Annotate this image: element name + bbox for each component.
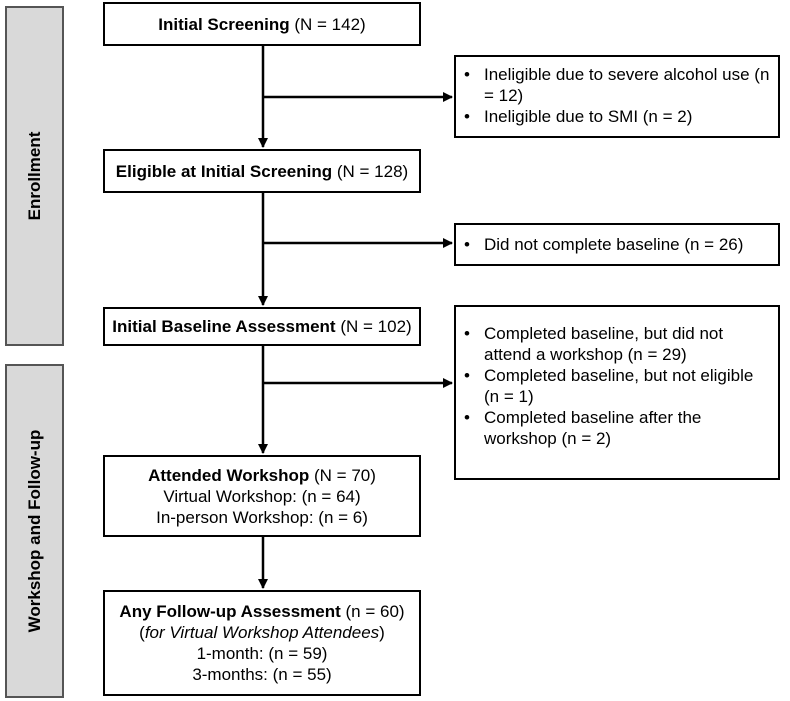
initial-screening-box: Initial Screening (N = 142) (103, 2, 421, 46)
eligible-exclusion-box: Did not complete baseline (n = 26) (454, 223, 780, 266)
followup-count: (n = 60) (345, 602, 405, 621)
attended-workshop-box: Attended Workshop (N = 70) Virtual Works… (103, 455, 421, 537)
exclusion-item: Ineligible due to SMI (n = 2) (464, 106, 770, 127)
workshop-followup-phase-bar: Workshop and Follow-up (5, 364, 64, 698)
virtual-workshop-line: Virtual Workshop: (n = 64) (163, 486, 361, 506)
eligible-box: Eligible at Initial Screening (N = 128) (103, 149, 421, 193)
inperson-workshop-line: In-person Workshop: (n = 6) (156, 507, 368, 527)
enrollment-phase-bar: Enrollment (5, 6, 64, 346)
baseline-exclusion-box: Completed baseline, but did not attend a… (454, 305, 780, 480)
followup-note: (for Virtual Workshop Attendees) (139, 623, 385, 642)
attended-title: Attended Workshop (148, 465, 310, 485)
baseline-box: Initial Baseline Assessment (N = 102) (103, 307, 421, 346)
exclusion-item: Did not complete baseline (n = 26) (464, 234, 770, 255)
exclusion-item: Ineligible due to severe alcohol use (n … (464, 64, 770, 106)
exclusion-item: Completed baseline, but not eligible (n … (464, 365, 766, 407)
baseline-count: (N = 102) (340, 317, 412, 336)
eligible-count: (N = 128) (336, 161, 409, 181)
exclusion-item: Completed baseline after the workshop (n… (464, 407, 766, 449)
baseline-title: Initial Baseline Assessment (112, 317, 336, 336)
initial-screening-count: (N = 142) (294, 14, 366, 34)
followup-box: Any Follow-up Assessment (n = 60) (for V… (103, 590, 421, 696)
attended-count: (N = 70) (314, 465, 376, 485)
eligible-title: Eligible at Initial Screening (115, 161, 333, 181)
exclusion-item: Completed baseline, but did not attend a… (464, 323, 766, 365)
one-month-line: 1-month: (n = 59) (196, 644, 328, 663)
initial-screening-title: Initial Screening (158, 14, 290, 34)
screening-exclusion-box: Ineligible due to severe alcohol use (n … (454, 55, 780, 138)
three-month-line: 3-months: (n = 55) (192, 665, 332, 684)
followup-title: Any Follow-up Assessment (119, 602, 341, 621)
